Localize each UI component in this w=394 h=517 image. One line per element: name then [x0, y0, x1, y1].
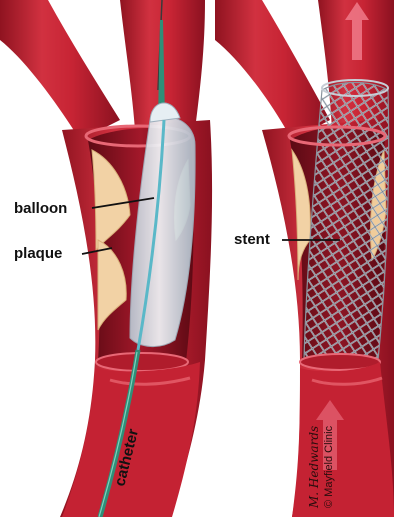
left-upper-branch — [0, 0, 120, 140]
credit-signature: M. Hedwards — [307, 426, 321, 509]
label-balloon: balloon — [14, 200, 67, 217]
right-upper-branch — [215, 0, 330, 140]
right-artery — [215, 0, 394, 517]
credit-copyright: © Mayfield Clinic — [323, 425, 335, 508]
label-plaque: plaque — [14, 245, 62, 262]
label-stent: stent — [234, 231, 270, 248]
